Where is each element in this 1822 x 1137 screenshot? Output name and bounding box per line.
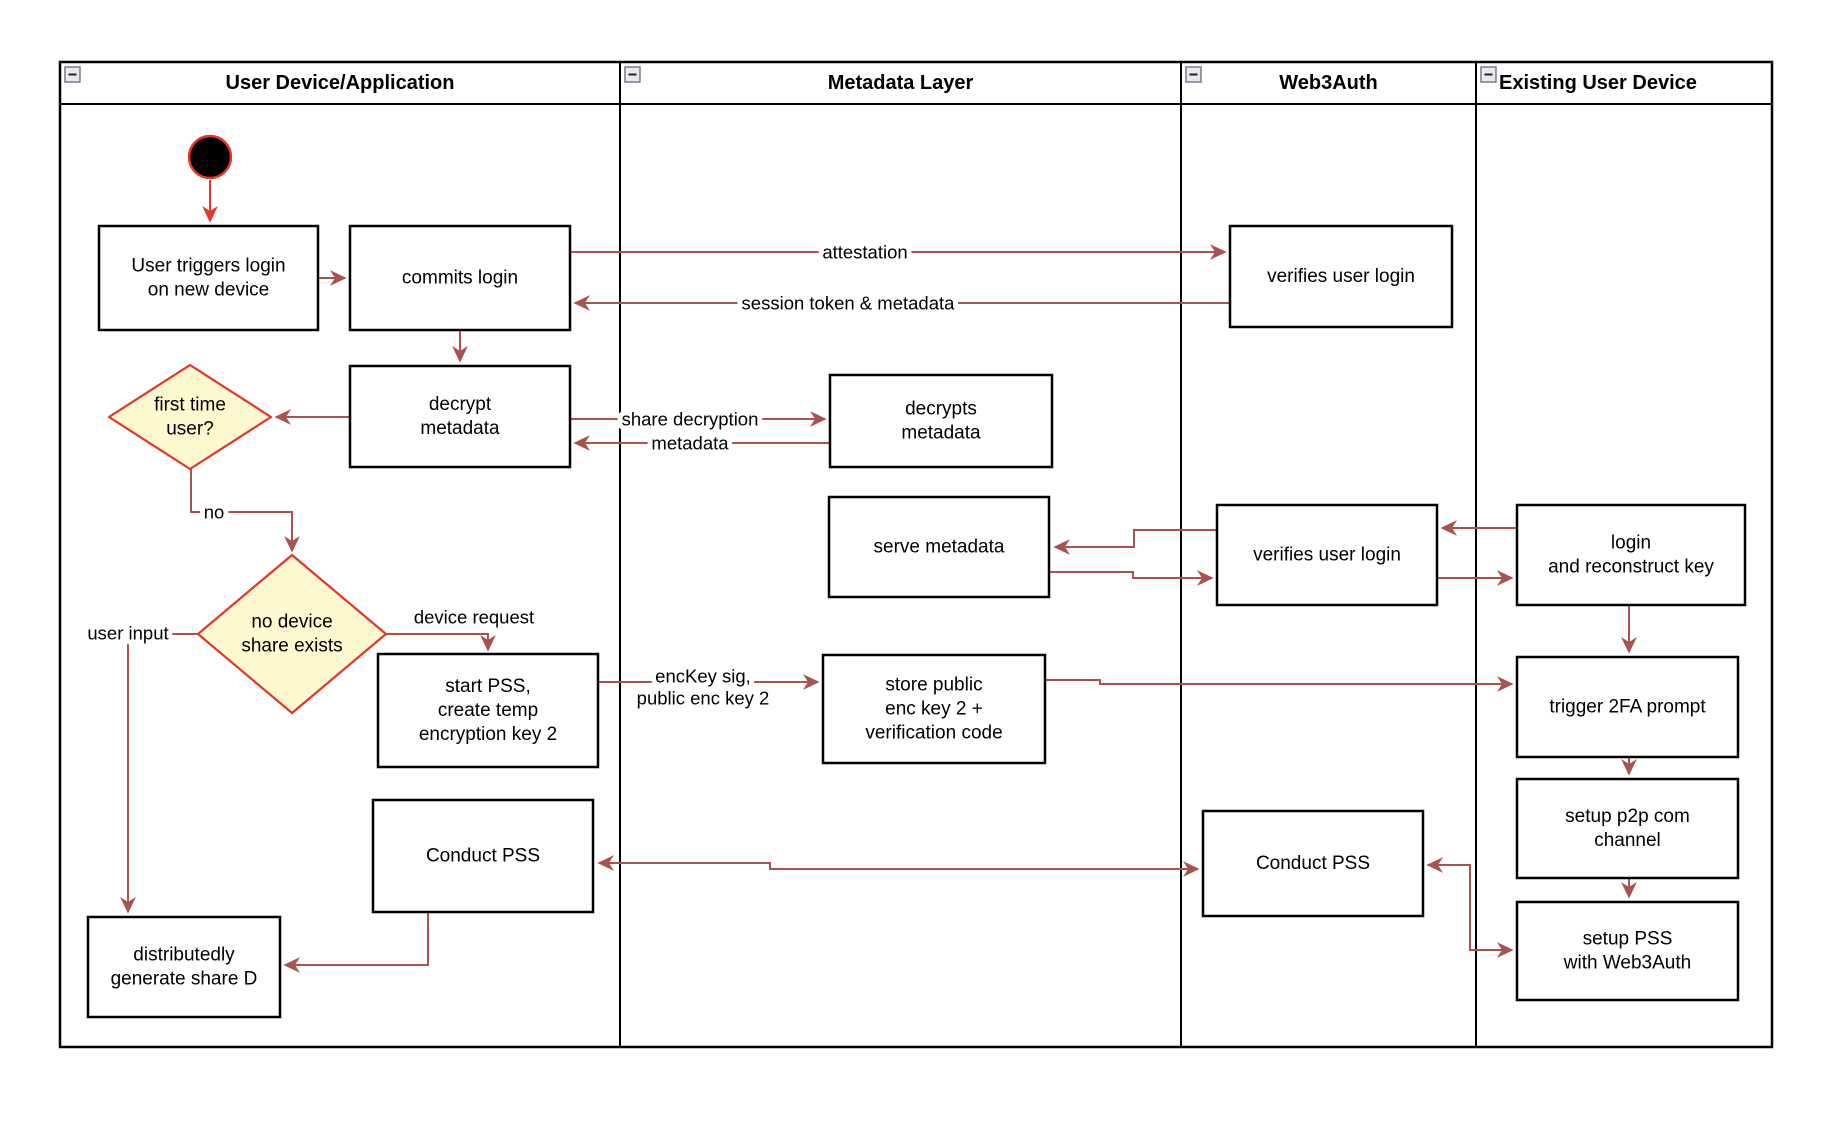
conduct-pss-web3auth[interactable]: Conduct PSS — [1201, 809, 1425, 918]
first-time-user-decision[interactable]: first time user? — [107, 363, 273, 471]
start-pss-create-temp-key[interactable]: start PSS, create temp encryption key 2 — [376, 652, 600, 769]
user-triggers-login-label: User triggers login — [131, 256, 285, 277]
edge-metadata-return-label: metadata — [651, 433, 729, 454]
decrypts-metadata-shape[interactable] — [828, 373, 1054, 469]
commits-login[interactable]: commits login — [348, 224, 572, 332]
decrypts-metadata-label: metadata — [901, 423, 981, 444]
no-device-share-decision-shape[interactable] — [196, 553, 388, 715]
trigger-2fa-prompt[interactable]: trigger 2FA prompt — [1515, 655, 1740, 759]
conduct-pss-user-label: Conduct PSS — [426, 846, 540, 867]
setup-p2p-com-channel-label: setup p2p com — [1565, 806, 1690, 827]
start-node[interactable] — [187, 134, 233, 180]
distributedly-generate-share-d-label: distributedly — [133, 945, 235, 966]
decrypt-metadata-label: decrypt — [429, 394, 492, 415]
user-triggers-login[interactable]: User triggers login on new device — [97, 224, 320, 332]
serve-metadata-label: serve metadata — [874, 537, 1005, 558]
edge-no-label: no — [204, 502, 225, 523]
verifies-user-login-2-shape[interactable] — [1215, 503, 1439, 607]
edge-web3-setup-pss-link — [1426, 857, 1514, 958]
decrypts-metadata-label: decrypts — [905, 399, 977, 420]
collapse-button-lane-user-device-application[interactable] — [64, 66, 81, 83]
serve-metadata[interactable]: serve metadata — [827, 495, 1051, 599]
store-public-enc-key-shape[interactable] — [821, 653, 1047, 765]
decrypts-metadata[interactable]: decrypts metadata — [828, 373, 1054, 469]
conduct-pss-web3auth-shape[interactable] — [1201, 809, 1425, 918]
setup-pss-with-web3auth-label: with Web3Auth — [1563, 953, 1691, 974]
lane-title-lane-existing-user-device: Existing User Device — [1499, 72, 1697, 94]
store-public-enc-key-label: verification code — [865, 723, 1002, 744]
start-pss-create-temp-key-shape[interactable] — [376, 652, 600, 769]
conduct-pss-user-shape[interactable] — [371, 798, 595, 914]
login-and-reconstruct-key[interactable]: login and reconstruct key — [1515, 503, 1747, 607]
collapse-button-lane-metadata-layer[interactable] — [624, 66, 641, 83]
edge-store-to-2fa — [1045, 676, 1514, 692]
store-public-enc-key-label: enc key 2 + — [885, 699, 983, 720]
collapse-button-lane-web3auth[interactable] — [1185, 66, 1202, 83]
start-pss-create-temp-key-label: encryption key 2 — [419, 724, 557, 745]
first-time-user-decision-shape[interactable] — [107, 363, 273, 471]
no-device-share-decision-label: share exists — [241, 636, 342, 657]
edge-enckey-sig-label: public enc key 2 — [637, 688, 770, 709]
decrypt-metadata-shape[interactable] — [348, 364, 572, 469]
user-triggers-login-shape[interactable] — [97, 224, 320, 332]
setup-pss-with-web3auth-shape[interactable] — [1515, 900, 1740, 1002]
decrypt-metadata[interactable]: decrypt metadata — [348, 364, 572, 469]
login-and-reconstruct-key-label: login — [1611, 533, 1651, 554]
setup-pss-with-web3auth-label: setup PSS — [1583, 929, 1673, 950]
first-time-user-decision-label: first time — [154, 395, 226, 416]
edge-device-request — [386, 633, 496, 652]
edge-labels: attestation session token & metadata share… — [82, 237, 960, 714]
setup-pss-with-web3auth[interactable]: setup PSS with Web3Auth — [1515, 900, 1740, 1002]
no-device-share-decision-label: no device — [251, 612, 332, 633]
edge-device-request-label: device request — [414, 607, 534, 628]
edge-session-token-label: session token & metadata — [742, 293, 956, 314]
start-pss-create-temp-key-label: create temp — [438, 700, 538, 721]
edge-conduct-to-generate — [283, 912, 429, 973]
nodes: User triggers login on new device commits … — [86, 134, 1747, 1019]
distributedly-generate-share-d[interactable]: distributedly generate share D — [86, 915, 282, 1019]
edge-share-decryption-label: share decryption — [622, 409, 759, 430]
commits-login-label: commits login — [402, 268, 518, 289]
trigger-2fa-prompt-shape[interactable] — [1515, 655, 1740, 759]
edge-no — [190, 469, 300, 553]
verifies-user-login-1-label: verifies user login — [1267, 266, 1415, 287]
edge-user-input — [120, 633, 200, 914]
serve-metadata-shape[interactable] — [827, 495, 1051, 599]
edge-serve-to-verifies2 — [1049, 570, 1214, 586]
start-pss-create-temp-key-label: start PSS, — [445, 676, 531, 697]
decrypt-metadata-label: metadata — [420, 418, 500, 439]
store-public-enc-key[interactable]: store public enc key 2 + verification code — [821, 653, 1047, 765]
login-and-reconstruct-key-shape[interactable] — [1515, 503, 1747, 607]
verifies-user-login-2-label: verifies user login — [1253, 545, 1401, 566]
edges — [120, 180, 1637, 973]
trigger-2fa-prompt-label: trigger 2FA prompt — [1549, 697, 1706, 718]
distributedly-generate-share-d-label: generate share D — [111, 969, 258, 990]
distributedly-generate-share-d-shape[interactable] — [86, 915, 282, 1019]
start-circle[interactable] — [187, 134, 233, 180]
edge-user-input-label: user input — [87, 623, 168, 644]
lane-title-lane-web3auth: Web3Auth — [1279, 72, 1378, 94]
edge-conduct-pss-link — [597, 855, 1200, 877]
edge-verifies2-to-serve — [1053, 529, 1217, 555]
verifies-user-login-2[interactable]: verifies user login — [1215, 503, 1439, 607]
conduct-pss-user[interactable]: Conduct PSS — [371, 798, 595, 914]
conduct-pss-web3auth-label: Conduct PSS — [1256, 853, 1370, 874]
setup-p2p-com-channel-label: channel — [1594, 830, 1661, 851]
login-and-reconstruct-key-label: and reconstruct key — [1548, 557, 1714, 578]
lane-title-lane-user-device-application: User Device/Application — [226, 72, 455, 94]
setup-p2p-com-channel[interactable]: setup p2p com channel — [1515, 777, 1740, 880]
no-device-share-decision[interactable]: no device share exists — [196, 553, 388, 715]
store-public-enc-key-label: store public — [885, 675, 982, 696]
user-triggers-login-label: on new device — [148, 280, 269, 301]
verifies-user-login-1-shape[interactable] — [1228, 224, 1454, 329]
edge-attestation-label: attestation — [822, 242, 907, 263]
verifies-user-login-1[interactable]: verifies user login — [1228, 224, 1454, 329]
lane-title-lane-metadata-layer: Metadata Layer — [828, 72, 974, 94]
edge-enckey-sig-label: encKey sig, — [655, 666, 751, 687]
first-time-user-decision-label: user? — [166, 419, 214, 440]
collapse-button-lane-existing-user-device[interactable] — [1480, 66, 1497, 83]
commits-login-shape[interactable] — [348, 224, 572, 332]
setup-p2p-com-channel-shape[interactable] — [1515, 777, 1740, 880]
